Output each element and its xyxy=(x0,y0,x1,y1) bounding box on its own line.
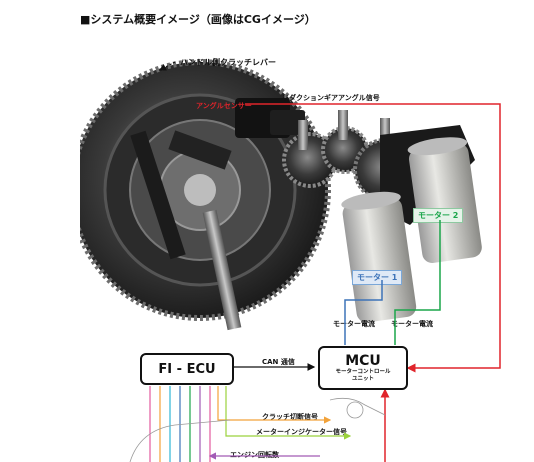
reduction-signal-label: リダクションギアアングル信号 xyxy=(282,94,380,102)
clutch-lever-label: ハンドル側クラッチレバー xyxy=(180,58,276,67)
motorcycle-outline-icon xyxy=(129,397,386,462)
motor-current-1-label: モーター電流 xyxy=(333,320,375,328)
mcu-block: MCU モーターコントロール ユニット xyxy=(318,346,408,390)
mcu-sub-label-1: モーターコントロール xyxy=(335,368,391,375)
hardware-render-icon xyxy=(80,59,482,331)
fi-ecu-label: FI - ECU xyxy=(158,361,216,377)
engine-rpm-label: エンジン回転数 xyxy=(230,451,279,459)
motor-2-tag: モーター 2 xyxy=(413,208,464,223)
page-title: ■システム概要イメージ（画像はCGイメージ） xyxy=(80,13,316,26)
angle-sensor-label: アングルセンサー xyxy=(196,102,252,110)
clutch-cut-label: クラッチ切断信号 xyxy=(262,413,318,421)
mcu-sub-label-2: ユニット xyxy=(351,375,374,382)
motor-current-2-label: モーター電流 xyxy=(391,320,433,328)
mcu-label: MCU xyxy=(345,352,381,369)
can-label: CAN 通信 xyxy=(262,358,295,366)
fi-ecu-block: FI - ECU xyxy=(140,353,234,385)
motor-1-tag: モーター 1 xyxy=(352,270,403,285)
meter-indicator-label: メーターインジケーター信号 xyxy=(256,428,347,436)
